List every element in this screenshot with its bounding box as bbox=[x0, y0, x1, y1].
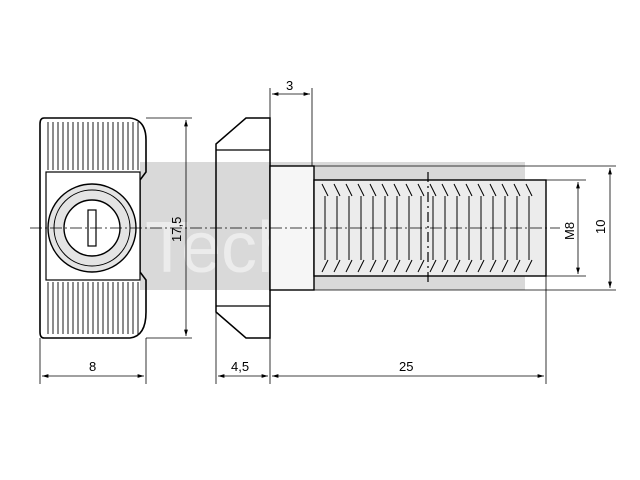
dim-nut-height: 17,5 bbox=[169, 217, 184, 242]
dim-head-thickness: 3 bbox=[286, 78, 293, 93]
dimension-lines bbox=[39, 88, 616, 384]
dim-bolt-length: 25 bbox=[399, 359, 413, 374]
thread-crest bbox=[465, 183, 473, 273]
t-nut-outline bbox=[39, 117, 147, 339]
thread-lines bbox=[321, 183, 533, 273]
dim-thread: M8 bbox=[562, 222, 577, 240]
dim-head-width: 10 bbox=[593, 220, 608, 234]
thread-crest bbox=[345, 183, 353, 273]
thread-crest bbox=[405, 183, 413, 273]
dim-head-height: 4,5 bbox=[231, 359, 249, 374]
dim-nut-width: 8 bbox=[89, 359, 96, 374]
dimension-labels: 3 17,5 8 4,5 25 M8 10 bbox=[89, 78, 608, 374]
thread-crest bbox=[525, 183, 533, 273]
t-nut-knurling bbox=[47, 122, 139, 334]
